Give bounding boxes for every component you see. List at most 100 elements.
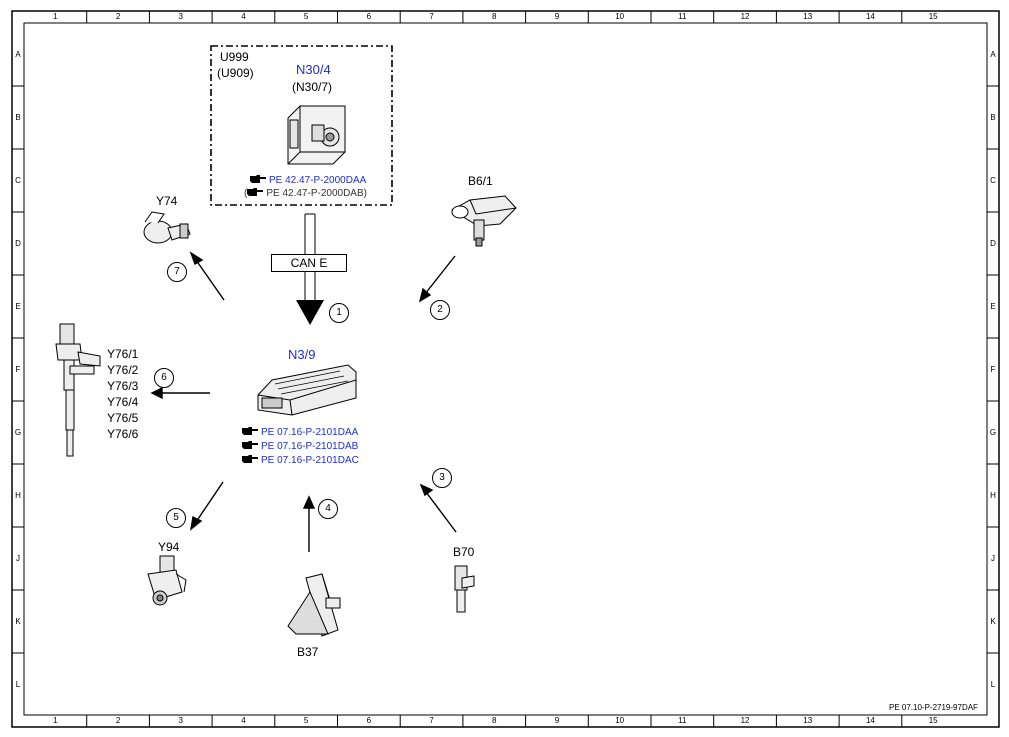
- grid-row-label: G: [989, 427, 997, 437]
- component-label-b6-1: B6/1: [468, 174, 493, 188]
- grid-column-label: 9: [554, 12, 560, 21]
- grid-column-label: 2: [115, 12, 121, 21]
- grid-column-label: 7: [429, 12, 434, 21]
- grid-row-label: K: [990, 616, 996, 626]
- grid-row-label: D: [990, 238, 996, 248]
- component-label-b70: B70: [453, 545, 475, 559]
- component-label-b37: B37: [297, 645, 319, 659]
- grid-column-label: 12: [740, 716, 750, 725]
- grid-column-label: 12: [740, 12, 750, 21]
- injector-label: Y76/2: [107, 363, 139, 377]
- grid-row-label: K: [15, 616, 21, 626]
- signal-number-2: 2: [430, 300, 450, 320]
- gateway-ref-prefix: (: [244, 188, 248, 199]
- grid-column-label: 7: [429, 716, 434, 725]
- pedal-icon: [287, 573, 341, 637]
- grid-row-label: C: [15, 175, 21, 185]
- grid-column-label: 5: [303, 12, 309, 21]
- injector-label: Y76/5: [107, 411, 139, 425]
- grid-column-label: 3: [178, 716, 183, 725]
- ecu-icon: [257, 364, 357, 416]
- grid-row-label: B: [15, 112, 21, 122]
- grid-column-label: 15: [928, 716, 938, 725]
- grid-column-label: 1: [53, 12, 58, 21]
- grid-row-label: F: [15, 364, 21, 374]
- grid-row-label: J: [16, 553, 20, 563]
- pointing-hand-icon: [242, 455, 258, 463]
- grid-column-label: 14: [865, 716, 875, 725]
- signal-number-3: 3: [432, 468, 452, 488]
- grid-column-label: 10: [615, 12, 625, 21]
- grid-row-label: L: [15, 679, 21, 689]
- grid-row-label: B: [990, 112, 996, 122]
- ecu-label: N3/9: [288, 347, 316, 362]
- ecu-ref-link[interactable]: PE 07.16-P-2101DAC: [242, 454, 359, 467]
- injector-label: Y76/6: [107, 427, 139, 441]
- grid-column-label: 4: [241, 12, 246, 21]
- valve-icon: [143, 211, 191, 244]
- pointing-hand-icon: [247, 188, 264, 196]
- valve-icon: [147, 555, 187, 606]
- signal-arrows: [150, 251, 457, 552]
- grid-column-label: 6: [366, 12, 372, 21]
- grid-column-label: 4: [241, 716, 246, 725]
- injector-icon: [55, 323, 101, 457]
- gateway-label-n30-7: (N30/7): [292, 80, 333, 94]
- grid-column-label: 6: [366, 716, 372, 725]
- grid-column-label: 10: [615, 716, 625, 725]
- grid-column-label: 15: [928, 12, 938, 21]
- grid-column-label: 9: [554, 716, 560, 725]
- grid-column-label: 11: [678, 716, 687, 725]
- grid-column-label: 14: [865, 12, 875, 21]
- grid-column-label: 1: [53, 716, 58, 725]
- grid-row-label: D: [15, 238, 21, 248]
- gateway-id-u909: (U909): [217, 66, 254, 80]
- sensor-icon: [451, 195, 517, 247]
- control-module-icon: [287, 105, 346, 165]
- gateway-id-u999: U999: [220, 50, 249, 64]
- gateway-label-n30-4: N30/4: [296, 62, 331, 77]
- pointing-hand-icon: [250, 175, 266, 183]
- ecu-ref-link[interactable]: PE 07.16-P-2101DAA: [242, 426, 358, 439]
- gateway-ref-text: PE 42.47-P-2000DAB): [266, 188, 367, 199]
- grid-row-label: A: [15, 49, 21, 59]
- grid-row-label: C: [990, 175, 996, 185]
- pointing-hand-icon: [242, 427, 258, 435]
- gateway-boundary: [210, 45, 393, 206]
- grid-column-label: 8: [492, 716, 497, 725]
- injector-label: Y76/3: [107, 379, 139, 393]
- injector-label: Y76/1: [107, 347, 139, 361]
- grid-column-label: 13: [803, 12, 813, 21]
- gateway-ref-link[interactable]: ( PE 42.47-P-2000DAB): [244, 187, 367, 200]
- pointing-hand-icon: [242, 441, 258, 449]
- grid-row-label: J: [991, 553, 995, 563]
- ecu-ref-link[interactable]: PE 07.16-P-2101DAB: [242, 440, 358, 453]
- ecu-ref-text: PE 07.16-P-2101DAA: [261, 427, 359, 438]
- signal-number-4: 4: [318, 499, 338, 519]
- grid-column-label: 2: [115, 716, 121, 725]
- sensor-icon: [454, 565, 475, 613]
- grid-row-label: E: [15, 301, 21, 311]
- gateway-ref-link[interactable]: PE 42.47-P-2000DAA: [250, 174, 366, 187]
- signal-number-1: 1: [329, 303, 349, 323]
- ecu-ref-text: PE 07.16-P-2101DAC: [261, 455, 359, 466]
- component-label-y74: Y74: [156, 194, 178, 208]
- grid-row-label: G: [14, 427, 22, 437]
- grid-row-label: E: [990, 301, 996, 311]
- grid-column-label: 5: [303, 716, 309, 725]
- grid-row-label: H: [990, 490, 996, 500]
- ecu-ref-text: PE 07.16-P-2101DAB: [261, 441, 359, 452]
- grid-row-label: H: [15, 490, 21, 500]
- component-label-y94: Y94: [158, 540, 180, 554]
- grid-column-label: 3: [178, 12, 183, 21]
- grid-row-label: L: [990, 679, 996, 689]
- can-bus-label: CAN E: [271, 254, 347, 272]
- signal-number-7: 7: [167, 262, 187, 282]
- grid-column-label: 13: [803, 716, 813, 725]
- grid-column-label: 11: [678, 12, 687, 21]
- injector-label: Y76/4: [107, 395, 139, 409]
- grid-column-label: 8: [492, 12, 497, 21]
- gateway-ref-text: PE 42.47-P-2000DAA: [269, 175, 367, 186]
